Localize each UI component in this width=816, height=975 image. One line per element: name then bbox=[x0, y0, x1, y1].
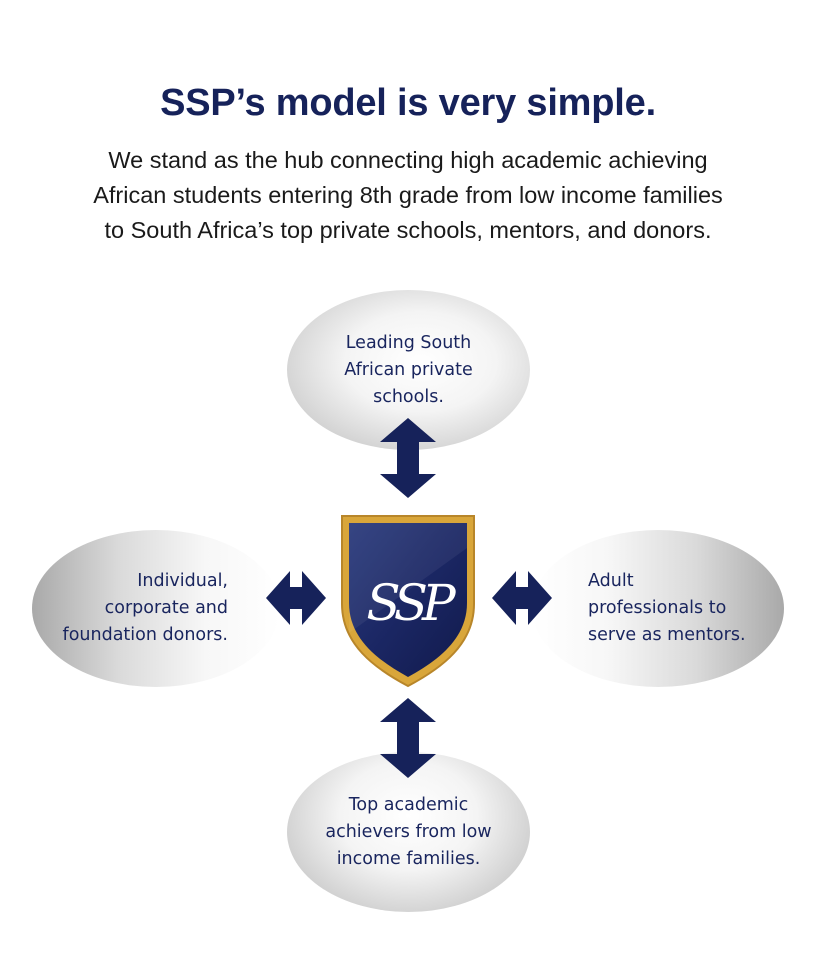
double-arrow-vertical-top-icon bbox=[380, 418, 436, 498]
subtitle-line: We stand as the hub connecting high acad… bbox=[108, 147, 708, 173]
ssp-shield-logo: SSP bbox=[341, 515, 475, 688]
node-label-line: income families. bbox=[336, 848, 481, 869]
subtitle-line: to South Africa’s top private schools, m… bbox=[104, 217, 712, 243]
node-label-line: achievers from low bbox=[325, 821, 492, 842]
node-label-line: foundation donors. bbox=[62, 625, 228, 645]
node-label-line: professionals to bbox=[588, 598, 727, 618]
double-arrow-vertical-bottom-icon bbox=[380, 698, 436, 778]
node-students: Top academic achievers from low income f… bbox=[287, 752, 530, 912]
node-label-line: Top academic bbox=[348, 794, 469, 815]
node-label-line: African private bbox=[344, 359, 473, 380]
node-label-line: corporate and bbox=[104, 598, 228, 618]
node-label-line: Leading South bbox=[345, 332, 472, 353]
double-arrow-horizontal-right-icon bbox=[492, 571, 552, 625]
node-label-line: Individual, bbox=[137, 571, 228, 591]
node-label-line: schools. bbox=[373, 386, 444, 407]
node-mentors: Adult professionals to serve as mentors. bbox=[532, 530, 784, 687]
subtitle-line: African students entering 8th grade from… bbox=[93, 182, 723, 208]
node-donors: Individual, corporate and foundation don… bbox=[32, 530, 280, 687]
page-subtitle: We stand as the hub connecting high acad… bbox=[40, 143, 776, 248]
page-title: SSP’s model is very simple. bbox=[160, 82, 656, 124]
double-arrow-horizontal-left-icon bbox=[266, 571, 326, 625]
node-label-line: Adult bbox=[588, 571, 634, 591]
node-label-line: serve as mentors. bbox=[588, 625, 746, 645]
logo-monogram: SSP bbox=[366, 574, 457, 632]
